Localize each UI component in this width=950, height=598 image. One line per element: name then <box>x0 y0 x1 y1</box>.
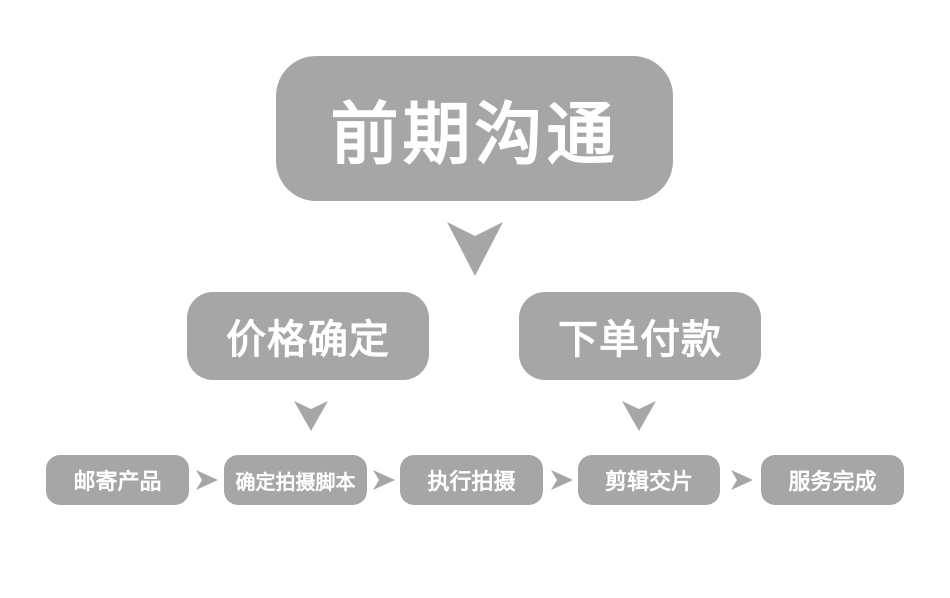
step-label: 执行拍摄 <box>427 470 516 495</box>
right-arrow-3 <box>551 470 573 490</box>
node-order-label: 下单付款 <box>558 317 722 363</box>
right-arrow-2 <box>373 470 395 490</box>
right-arrow-1 <box>196 470 218 490</box>
top-node-initial-communication: 前期沟通 <box>276 56 673 201</box>
step-shooting: 执行拍摄 <box>400 455 543 505</box>
top-node-label: 前期沟通 <box>330 96 619 175</box>
node-price-confirm: 价格确定 <box>187 292 429 380</box>
step-ship-product: 邮寄产品 <box>46 455 189 505</box>
step-label: 确定拍摄脚本 <box>235 469 356 494</box>
step-confirm-script: 确定拍摄脚本 <box>224 455 367 505</box>
node-order-payment: 下单付款 <box>519 292 761 380</box>
right-arrow-4 <box>731 470 753 490</box>
step-label: 服务完成 <box>788 470 877 495</box>
step-editing-delivery: 剪辑交片 <box>578 455 720 505</box>
step-label: 剪辑交片 <box>604 470 693 495</box>
node-price-label: 价格确定 <box>226 317 390 363</box>
down-arrow-large <box>447 222 503 276</box>
step-service-complete: 服务完成 <box>761 455 904 505</box>
step-label: 邮寄产品 <box>73 470 162 495</box>
down-arrow-right <box>622 401 656 431</box>
down-arrow-left <box>294 401 328 431</box>
